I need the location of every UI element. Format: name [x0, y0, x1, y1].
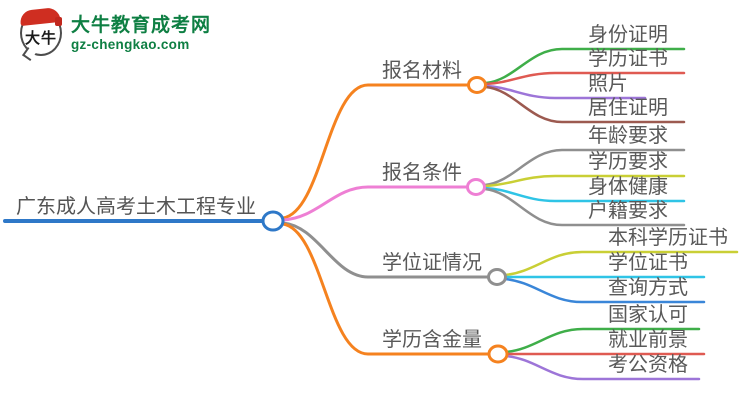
root-toggle[interactable] — [261, 210, 285, 232]
leaf-label-query-method[interactable]: 查询方式 — [608, 277, 688, 299]
leaf-line-education-requirement — [483, 174, 686, 188]
site-logo[interactable]: 大牛 大牛教育成考网 gz-chengkao.com — [19, 6, 211, 61]
leaf-line-residency-requirement — [483, 187, 686, 227]
branch-label-materials[interactable]: 报名材料 — [382, 60, 462, 82]
branch-label-value[interactable]: 学历含金量 — [382, 329, 482, 351]
leaf-line-bachelor-diploma — [503, 250, 739, 277]
leaf-label-health-requirement[interactable]: 身体健康 — [588, 176, 668, 198]
leaf-label-residence-proof[interactable]: 居住证明 — [588, 97, 668, 119]
leaf-label-employment-prospects[interactable]: 就业前景 — [608, 329, 688, 351]
branch-line-conditions — [281, 185, 469, 222]
leaf-line-education-certificate — [484, 71, 686, 86]
leaf-line-id-proof — [484, 47, 686, 85]
logo-icon-text: 大牛 — [24, 30, 57, 47]
leaf-line-photo — [484, 84, 647, 100]
branch-line-degree-cert — [281, 221, 491, 279]
leaf-label-residency-requirement[interactable]: 户籍要求 — [588, 200, 668, 222]
branch-toggle-materials[interactable] — [467, 76, 487, 94]
leaf-label-education-certificate[interactable]: 学历证书 — [588, 48, 668, 70]
leaf-line-national-recognition — [504, 327, 701, 354]
leaf-label-bachelor-diploma[interactable]: 本科学历证书 — [608, 227, 728, 249]
branch-toggle-value[interactable] — [487, 344, 509, 364]
leaf-label-education-requirement[interactable]: 学历要求 — [588, 151, 668, 173]
leaf-label-id-proof[interactable]: 身份证明 — [588, 24, 668, 46]
branch-line-materials — [281, 83, 470, 220]
bull-logo-icon: 大牛 — [19, 6, 62, 61]
branch-toggle-degree-cert[interactable] — [487, 268, 507, 286]
logo-text-block: 大牛教育成考网 gz-chengkao.com — [71, 15, 211, 52]
leaf-line-age-requirement — [483, 148, 686, 187]
leaf-label-national-recognition[interactable]: 国家认可 — [608, 304, 688, 326]
logo-red-seal — [55, 17, 62, 26]
leaf-label-degree-certificate[interactable]: 学位证书 — [608, 252, 688, 274]
root-topic-label[interactable]: 广东成人高考土木工程专业 — [16, 196, 256, 218]
leaf-line-civil-service-eligibility — [504, 354, 701, 381]
leaf-line-query-method — [503, 277, 706, 304]
leaf-label-photo[interactable]: 照片 — [588, 73, 628, 95]
leaf-line-residence-proof — [484, 85, 686, 124]
leaf-label-civil-service-eligibility[interactable]: 考公资格 — [608, 354, 688, 376]
branch-label-degree-cert[interactable]: 学位证情况 — [382, 252, 482, 274]
branch-line-value — [281, 222, 491, 356]
logo-title: 大牛教育成考网 — [71, 14, 212, 36]
logo-subtitle: gz-chengkao.com — [71, 36, 190, 52]
branch-label-conditions[interactable]: 报名条件 — [382, 162, 462, 184]
leaf-label-age-requirement[interactable]: 年龄要求 — [588, 125, 668, 147]
leaf-line-health-requirement — [483, 186, 686, 203]
branch-toggle-conditions[interactable] — [466, 178, 486, 196]
